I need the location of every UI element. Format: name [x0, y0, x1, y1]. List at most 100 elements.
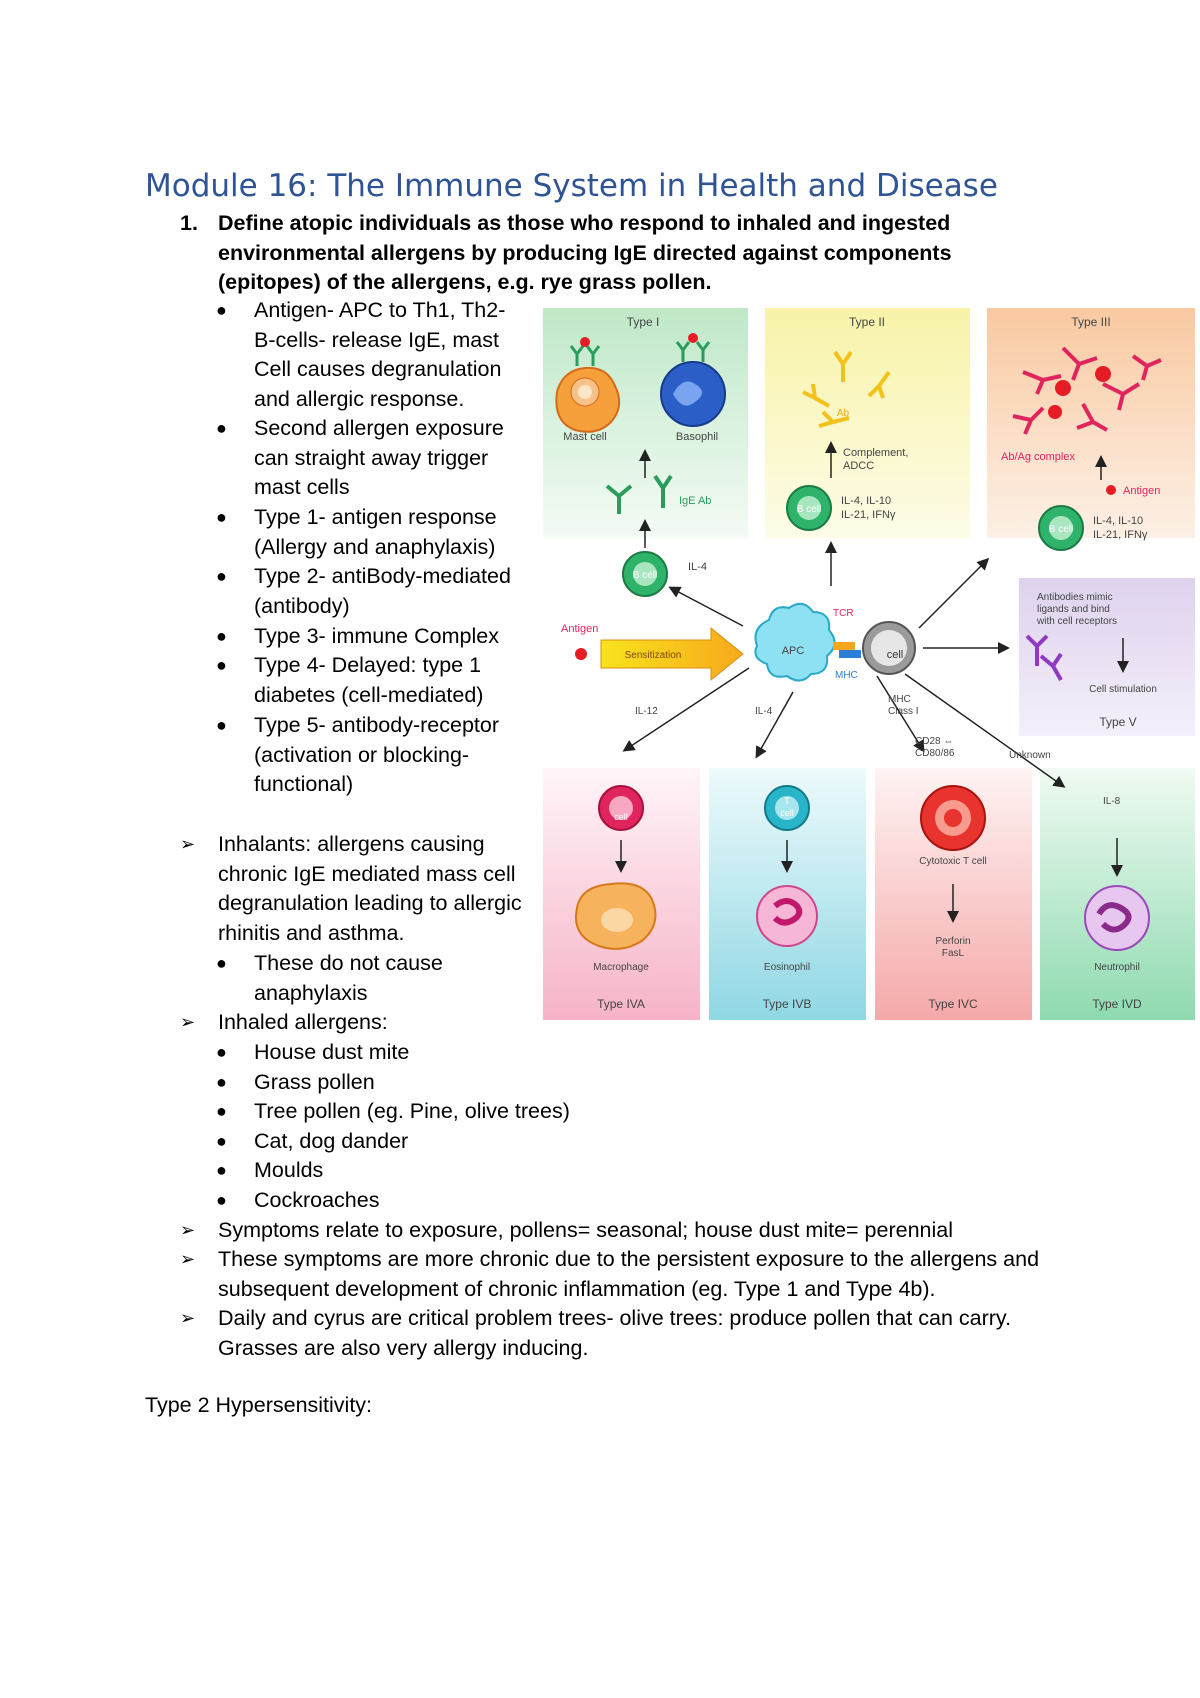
- arrow-item-text: These symptoms are more chronic due to t…: [218, 1247, 1040, 1301]
- cd28-label: CD28 ⇔: [915, 736, 953, 747]
- basophil-icon: [660, 333, 726, 427]
- mhc-class-label: Class I: [888, 706, 919, 717]
- tcr-icon: [833, 642, 855, 650]
- mhc-class-label: MHC: [888, 694, 911, 705]
- neutrophil-icon: [1084, 885, 1150, 951]
- mhc-label: MHC: [835, 670, 858, 681]
- arrow-bullet-icon: ➢: [180, 1308, 196, 1328]
- th2-cell-label: cell: [780, 808, 794, 818]
- list-item: ●Cat, dog dander: [216, 1127, 916, 1157]
- th2-cell-label: T: [784, 796, 790, 806]
- list-item: ●Type 2- antiBody-mediated (antibody): [216, 562, 531, 621]
- sensitization-arrow: [600, 626, 744, 682]
- list-item-text: Type 3- immune Complex: [254, 624, 499, 648]
- mhc-icon: [839, 650, 861, 658]
- hypersensitivity-diagram: Type I Type II Type III Type V Type IVA …: [543, 308, 1195, 1020]
- list-item: ●Tree pollen (eg. Pine, olive trees): [216, 1097, 916, 1127]
- eosinophil-icon: [756, 885, 818, 947]
- perforin-label: Perforin: [935, 936, 970, 947]
- cd28-label: CD80/86: [915, 748, 955, 759]
- il4-label: IL-4: [755, 706, 773, 717]
- neutrophil-label: Neutrophil: [1094, 962, 1140, 973]
- antigen-icon: [575, 648, 587, 660]
- antibody-cluster-icon: [802, 350, 891, 428]
- b-cell-icon: [786, 485, 832, 531]
- antigen-small-label: Antigen: [1123, 485, 1160, 497]
- type5-text: with cell receptors: [1036, 616, 1117, 627]
- mast-cell-label: Mast cell: [563, 431, 606, 443]
- list-item: ●These do not cause anaphylaxis: [216, 949, 531, 1008]
- list-item-text: House dust mite: [254, 1040, 410, 1064]
- list-item-text: Type 4- Delayed: type 1 diabetes (cell-m…: [254, 653, 484, 707]
- complement-label: Complement,: [843, 447, 908, 459]
- t-cell-icon: [862, 621, 916, 675]
- bullet-icon: ●: [216, 1190, 227, 1210]
- il12-label: IL-12: [635, 706, 658, 717]
- th1-cell-label: cell: [614, 812, 628, 822]
- list-item: ● Antigen- APC to Th1, Th2- B-cells- rele…: [216, 296, 531, 414]
- sensitization-label: Sensitization: [625, 650, 682, 661]
- cytokine-label: IL-21, IFNγ: [1093, 529, 1148, 541]
- ige-antibody-icon: [605, 474, 673, 514]
- arrow-bullet-icon: ➢: [180, 1249, 196, 1269]
- list-item: ●Cockroaches: [216, 1186, 916, 1216]
- arrow-bullet-icon: ➢: [180, 1220, 196, 1240]
- objective-number: 1.: [180, 211, 198, 235]
- abag-complex-label: Ab/Ag complex: [1001, 451, 1075, 463]
- list-item-text: Type 2- antiBody-mediated (antibody): [254, 564, 511, 618]
- list-item-text: Type 1- antigen response (Allergy and an…: [254, 505, 497, 559]
- type5-text: Antibodies mimic: [1037, 592, 1113, 603]
- list-item-text: These do not cause anaphylaxis: [254, 951, 443, 1005]
- type3-label: Type III: [1071, 315, 1110, 329]
- list-item: ●Type 5- antibody-receptor (activation o…: [216, 711, 531, 800]
- type2-label: Type II: [849, 315, 885, 329]
- arrow-item: ➢Inhalants: allergens causing chronic Ig…: [180, 830, 530, 948]
- b-cell-icon: [622, 551, 668, 597]
- unknown-label: Unknown: [1009, 750, 1051, 761]
- list-item: ● Type 3- immune Complex: [216, 622, 531, 652]
- type5-label: Type V: [1099, 715, 1136, 729]
- arrow-item-text: Daily and cyrus are critical problem tre…: [218, 1306, 1012, 1360]
- type5-panel: [1019, 578, 1195, 736]
- arrow-bullet-icon: ➢: [180, 1012, 196, 1032]
- list-item: ●Grass pollen: [216, 1068, 916, 1098]
- arrow-item-text: Inhaled allergens:: [218, 1010, 388, 1034]
- bullet-icon: ●: [216, 507, 227, 527]
- b-cell-label: B cell: [633, 570, 657, 581]
- list-item: ●Second allergen exposure can straight a…: [216, 414, 531, 503]
- cell-stimulation-label: Cell stimulation: [1089, 684, 1157, 695]
- t-cell-label: cell: [887, 649, 904, 661]
- arrow-item: ➢ Daily and cyrus are critical problem tr…: [180, 1304, 1060, 1363]
- type4c-label: Type IVC: [928, 997, 978, 1011]
- il4-label: IL-4: [688, 561, 707, 573]
- antigen-icon: [1106, 485, 1116, 495]
- bullet-icon: ●: [216, 300, 227, 320]
- apc-icon: [754, 602, 836, 682]
- list-item: ●House dust mite: [216, 1038, 916, 1068]
- macrophage-label: Macrophage: [593, 962, 649, 973]
- bullet-icon: ●: [216, 626, 227, 646]
- cytokine-label: IL-21, IFNγ: [841, 509, 896, 521]
- objective-text: Define atopic individuals as those who r…: [218, 211, 952, 294]
- list-item-text: Antigen- APC to Th1, Th2- B-cells- relea…: [254, 298, 506, 411]
- bullet-icon: ●: [216, 1131, 227, 1151]
- arrow-bullet-icon: ➢: [180, 834, 196, 854]
- adcc-label: ADCC: [843, 460, 874, 472]
- cytokine-label: IL-4, IL-10: [841, 495, 891, 507]
- bullet-icon: ●: [216, 1160, 227, 1180]
- section-heading: Type 2 Hypersensitivity:: [145, 1393, 373, 1417]
- arrow-item: ➢ Inhaled allergens:: [180, 1008, 1060, 1038]
- antibody-receptor-icon: [1025, 634, 1063, 681]
- type4d-label: Type IVD: [1092, 997, 1142, 1011]
- list-item-text: Tree pollen (eg. Pine, olive trees): [254, 1099, 570, 1123]
- fasl-label: FasL: [942, 948, 965, 959]
- cytokine-label: IL-4, IL-10: [1093, 515, 1143, 527]
- ab-label: Ab: [837, 408, 850, 419]
- list-item: ●Moulds: [216, 1156, 916, 1186]
- type4b-label: Type IVB: [763, 997, 812, 1011]
- cytotoxic-label: Cytotoxic T cell: [919, 856, 986, 867]
- arrow-item: ➢Symptoms relate to exposure, pollens= s…: [180, 1216, 1060, 1246]
- cytotoxic-t-cell-icon: [920, 785, 986, 851]
- immune-complex-icon: [1012, 346, 1162, 435]
- bullet-icon: ●: [216, 715, 227, 735]
